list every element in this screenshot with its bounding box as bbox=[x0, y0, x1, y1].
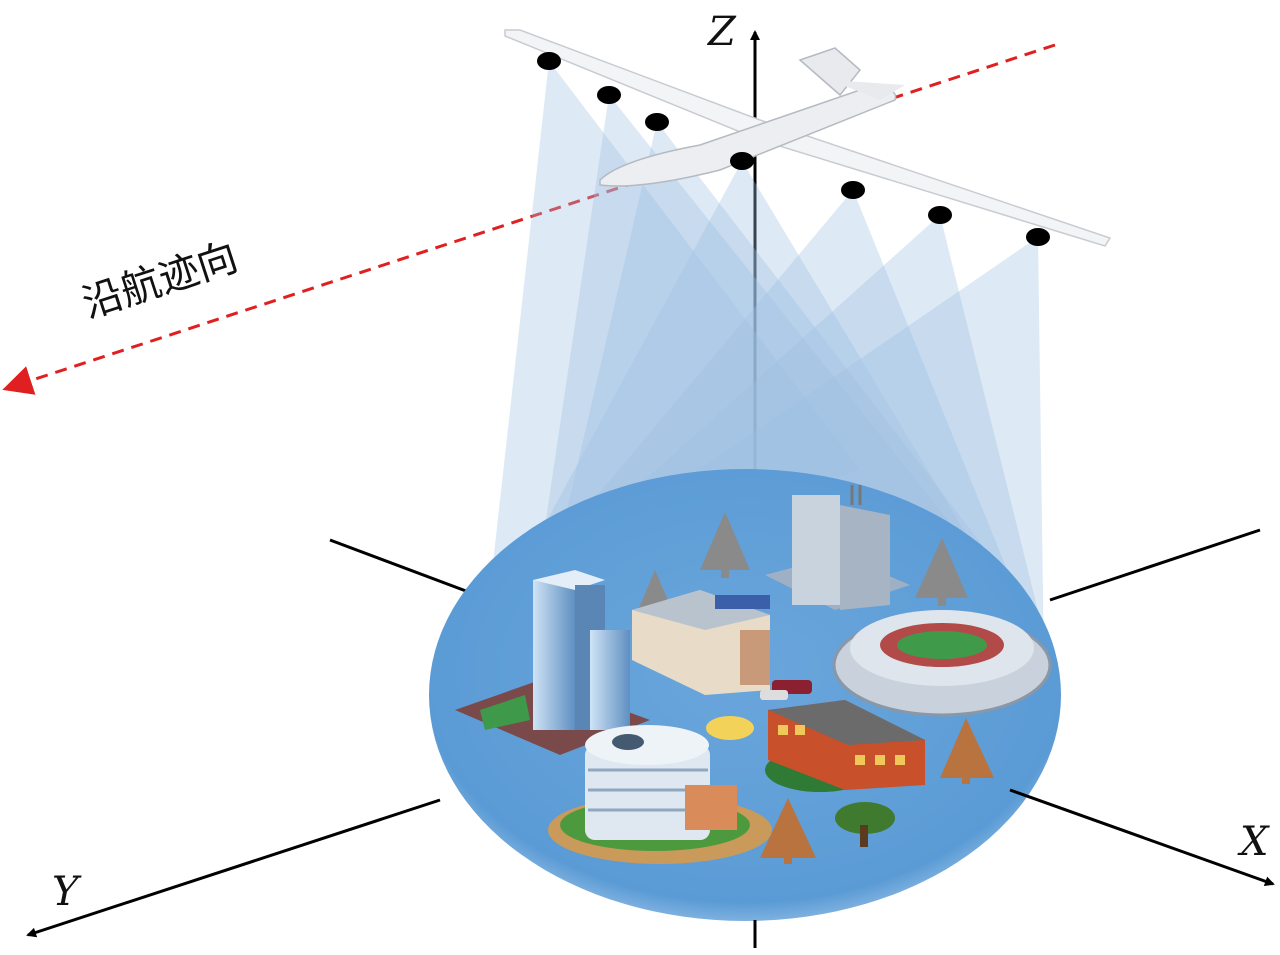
sensor-point bbox=[841, 181, 865, 199]
y-axis bbox=[26, 798, 441, 938]
tree-icon bbox=[940, 718, 994, 784]
car-icon bbox=[760, 690, 788, 700]
tree-icon bbox=[915, 538, 968, 606]
sensor-point bbox=[645, 113, 669, 131]
office-building-icon bbox=[765, 485, 910, 610]
skyscraper-icon bbox=[455, 570, 650, 755]
x-axis-back bbox=[1049, 528, 1261, 602]
sensor-beam bbox=[490, 61, 860, 590]
sensor-beam bbox=[540, 95, 980, 560]
ground-scene bbox=[455, 485, 1052, 864]
round-building-icon bbox=[548, 716, 772, 864]
tree-icon bbox=[760, 798, 816, 864]
sensor-point bbox=[1026, 228, 1050, 246]
axes-front bbox=[26, 788, 1275, 948]
sensor-point bbox=[928, 206, 952, 224]
tree-icon bbox=[638, 570, 672, 610]
x-axis-label: X bbox=[1237, 819, 1270, 865]
school-building-icon bbox=[765, 700, 925, 792]
flight-track-label: 沿航迹向 bbox=[77, 234, 243, 327]
tree-icon bbox=[700, 512, 750, 578]
sensor-point bbox=[597, 86, 621, 104]
uav-aircraft-icon bbox=[504, 29, 1112, 247]
tree-icon bbox=[835, 802, 895, 847]
stadium-icon bbox=[832, 610, 1052, 717]
x-axis bbox=[1009, 788, 1275, 887]
axes-back bbox=[329, 30, 1261, 602]
y-axis-back bbox=[329, 538, 491, 602]
z-axis-label: Z bbox=[706, 9, 737, 55]
sensor-points bbox=[537, 52, 1050, 246]
sensor-point bbox=[730, 152, 754, 170]
sensor-point bbox=[537, 52, 561, 70]
house-icon bbox=[632, 590, 770, 695]
y-axis-label: Y bbox=[52, 869, 82, 915]
